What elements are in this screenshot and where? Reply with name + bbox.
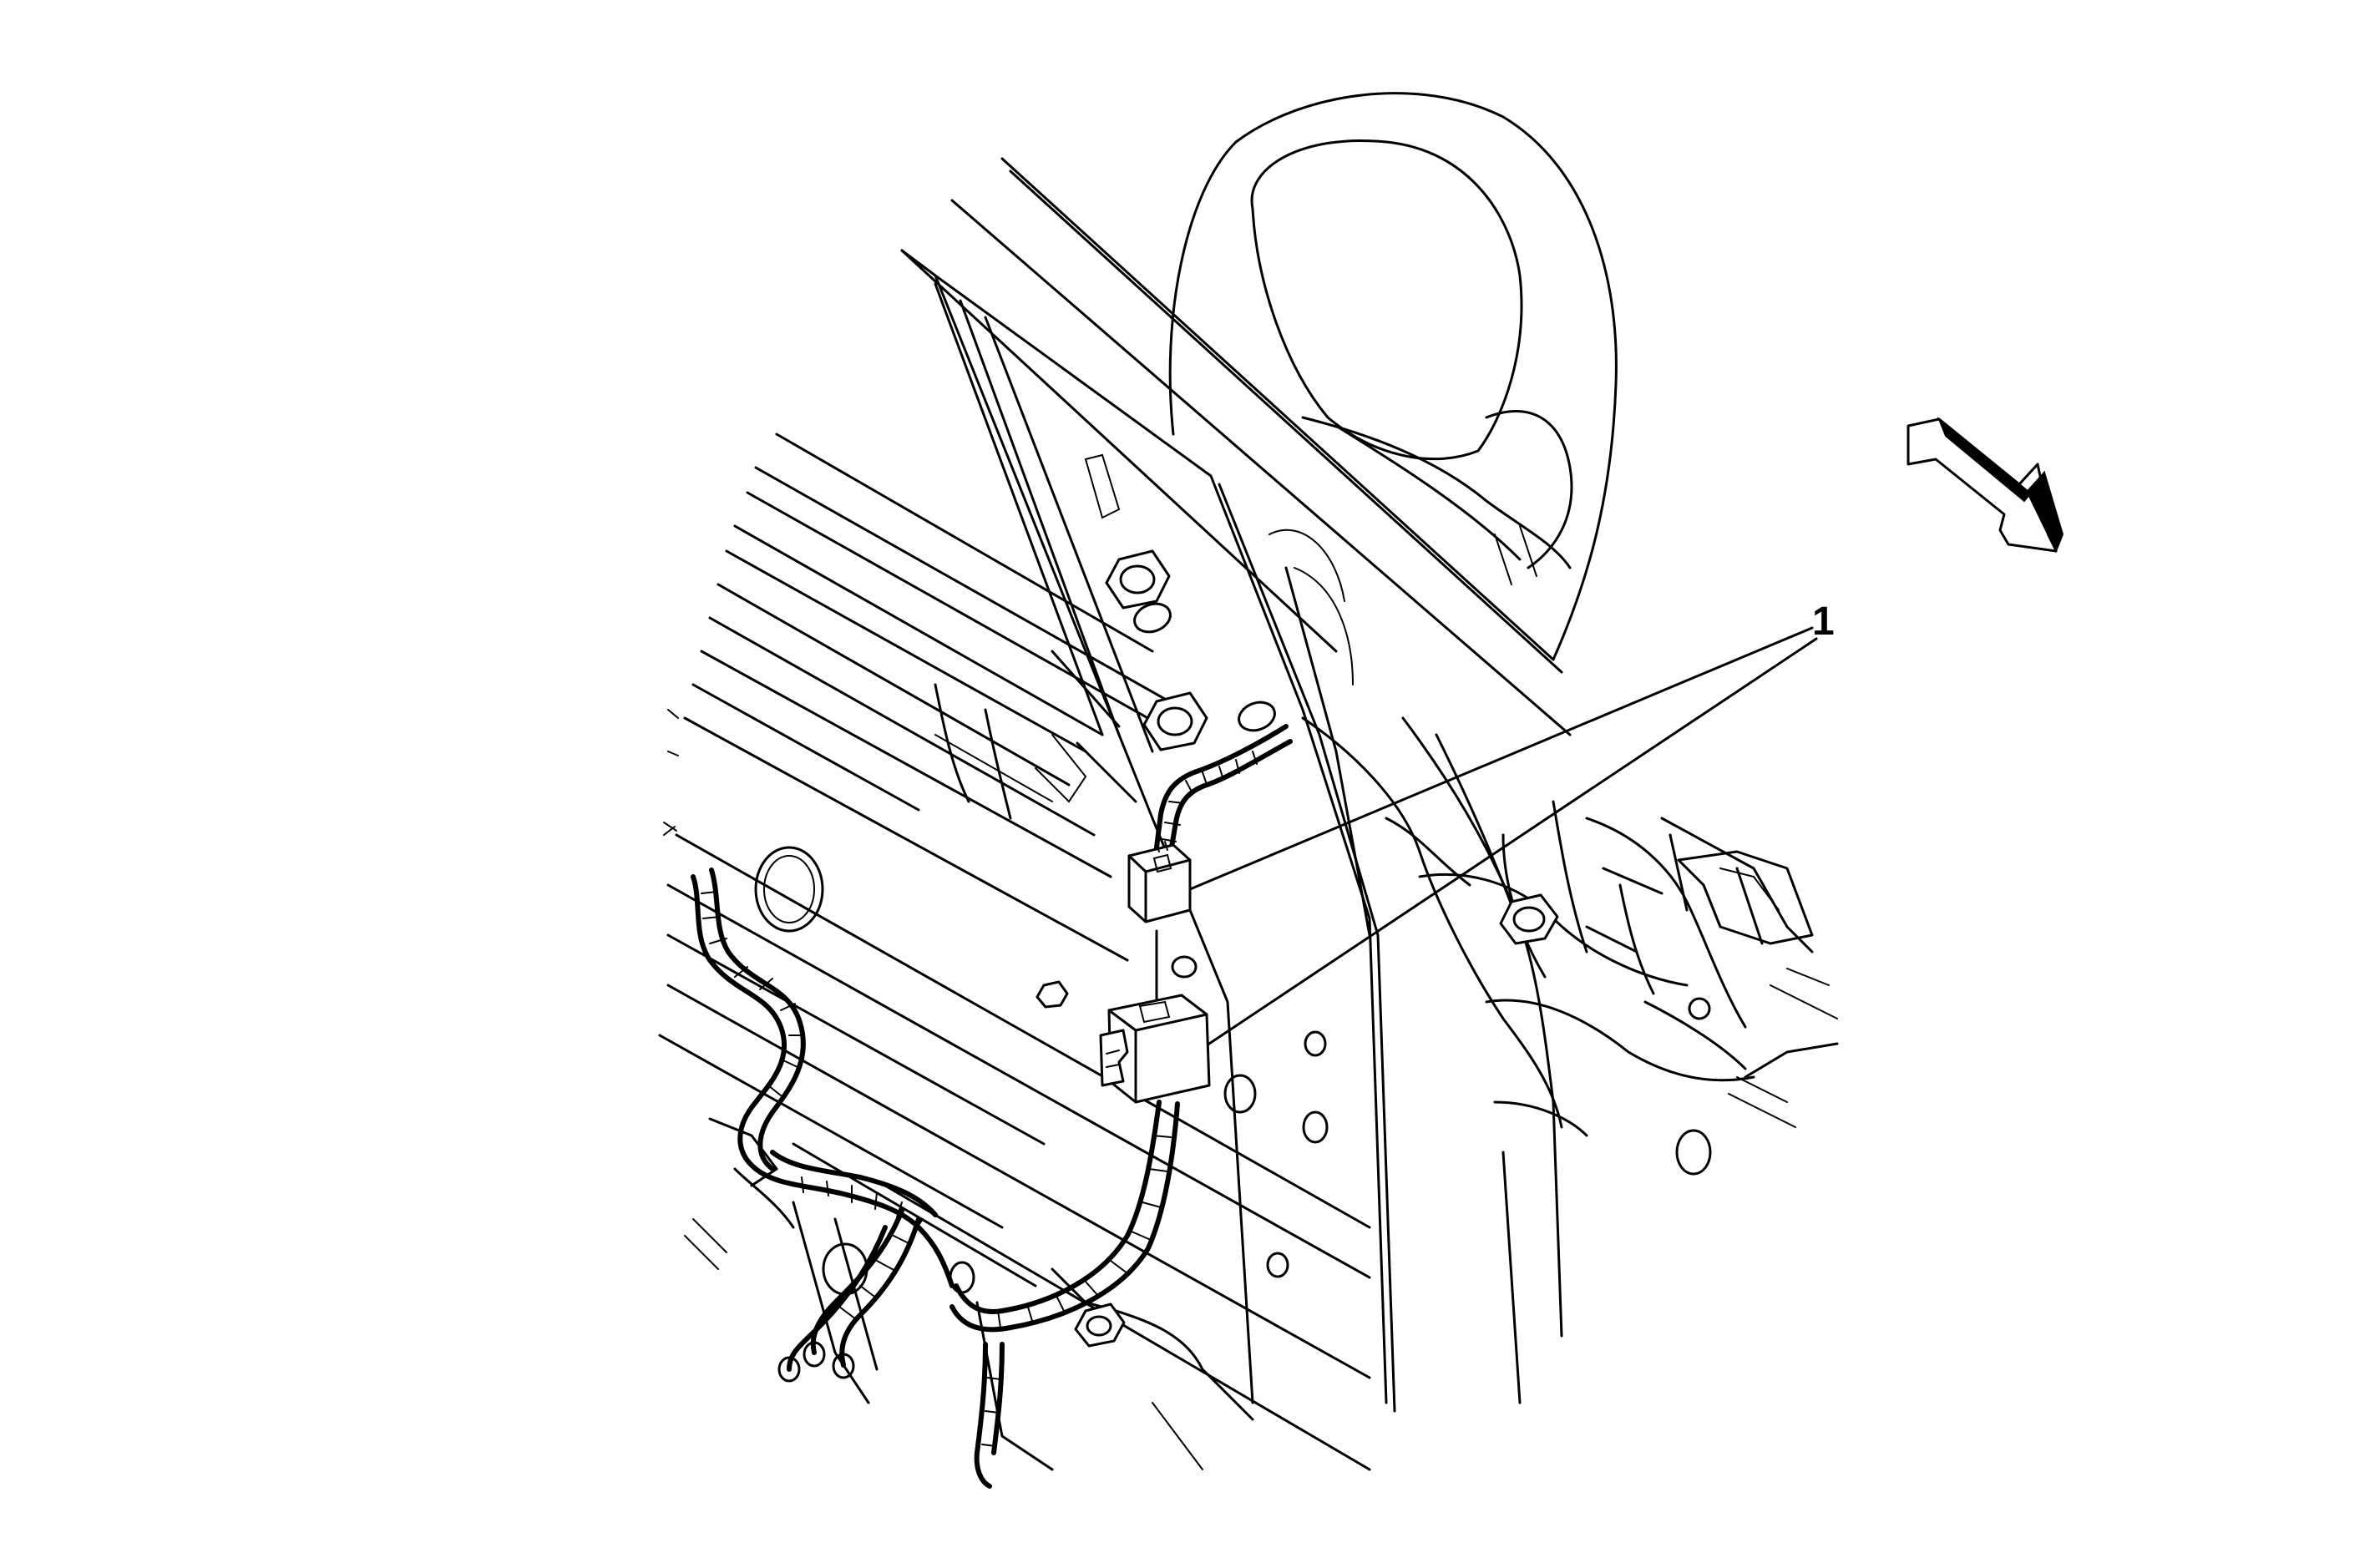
connector-lower-half [1099, 994, 1211, 1104]
door-window-frame [900, 157, 1572, 1413]
callout-1-label: 1 [1812, 599, 1835, 644]
mirror-wiring-harness [691, 724, 1293, 1489]
nut-upper [1105, 549, 1172, 634]
nut-right [1499, 893, 1559, 945]
nut-middle [1142, 691, 1276, 751]
outside-mirror [1168, 92, 1618, 661]
door-inner-panel [658, 432, 1371, 1471]
mirror-electrical-connector [1099, 841, 1211, 1104]
connector-upper-half [1127, 841, 1192, 923]
mirror-mounting-nuts [1036, 549, 1559, 1348]
nut-lower [1074, 1303, 1126, 1348]
direction-arrow-icon [1907, 416, 2064, 554]
callout-leaders [1188, 626, 1818, 1045]
